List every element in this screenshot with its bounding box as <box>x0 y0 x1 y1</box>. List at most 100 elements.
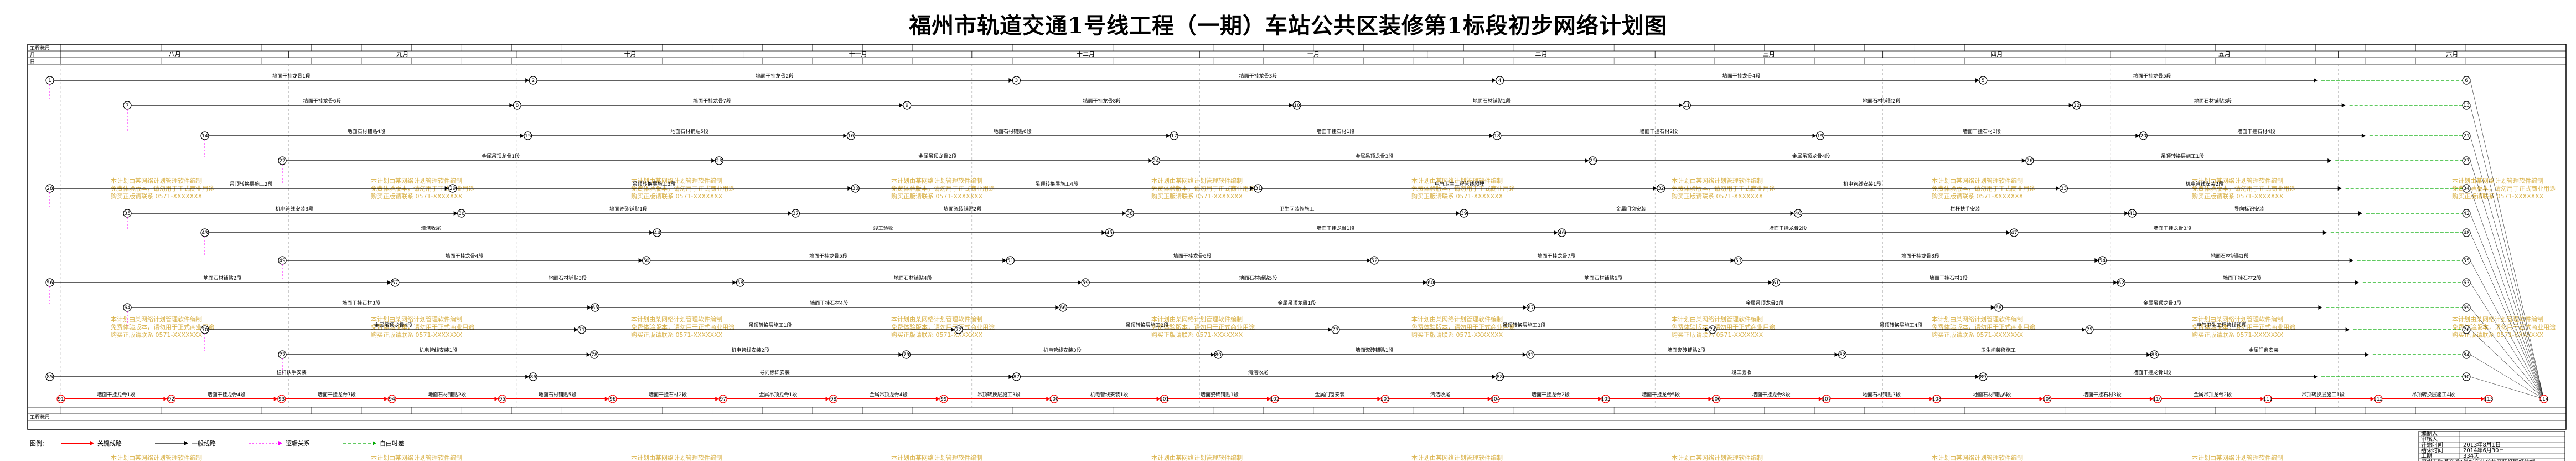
activity-label: 地面石材铺贴4段 <box>894 275 932 281</box>
event-node-number: 59 <box>1082 280 1089 286</box>
arrow-head <box>899 103 903 107</box>
event-node-number: 112 <box>2373 397 2383 402</box>
legend-item-label: 逻辑关系 <box>286 439 310 447</box>
legend-arrow <box>90 441 94 445</box>
event-node-number: 73 <box>1332 327 1338 333</box>
title-block-value: 334天 <box>2463 453 2479 459</box>
event-node-number: 13 <box>2463 103 2469 109</box>
arrow-head <box>525 375 530 379</box>
watermark-text: 本计划由某网络计划管理软件编制 <box>631 454 722 461</box>
activity-label: 栏杆扶手安装 <box>277 369 307 376</box>
activity-label: 导向标识安装 <box>760 369 790 376</box>
arrow-head <box>2006 230 2010 235</box>
arrow-head <box>525 78 530 83</box>
event-node-number: 67 <box>1528 305 1534 311</box>
event-node-number: 27 <box>2463 158 2469 164</box>
activity-label: 墙面干挂龙骨5段 <box>809 253 847 259</box>
arrow-head <box>2355 280 2359 285</box>
arrow-head <box>825 397 830 401</box>
watermark-text: 本计划由某网络计划管理软件编制 <box>371 177 462 185</box>
watermark-text: 购买正版请联系 0571-XXXXXXX <box>2192 331 2284 339</box>
activity-label: 地面石材铺贴6段 <box>1973 391 2011 398</box>
event-node-number: 79 <box>903 352 910 358</box>
activity-label: 墙面干挂龙骨1段 <box>2133 369 2171 376</box>
activity-label: 吊顶转换层施工3段 <box>633 181 676 187</box>
activity-label: 金属吊顶龙骨3段 <box>2143 300 2181 306</box>
arrow-head <box>1289 103 1293 107</box>
activity-label: 电气卫生工程管线预埋 <box>1435 181 1484 187</box>
event-node-number: 111 <box>2263 397 2273 402</box>
event-node-number: 66 <box>1060 305 1067 311</box>
event-node <box>2539 395 2548 403</box>
watermark-text: 本计划由某网络计划管理软件编制 <box>111 315 202 323</box>
event-node-number: 89 <box>1980 375 1987 380</box>
activity-label: 墙面干挂石材4段 <box>810 300 848 306</box>
watermark-text: 免费体验版本，请勿用于正式商业用途 <box>2192 323 2295 331</box>
arrow-head <box>2094 258 2099 263</box>
title-block-key: 编制人 <box>2421 430 2438 437</box>
arrow-head <box>1487 397 1492 401</box>
event-node-number: 98 <box>830 397 837 402</box>
activity-label: 墙面瓷砖铺贴2段 <box>1667 347 1705 354</box>
activity-label: 机电管线安装1段 <box>419 347 457 354</box>
event-node-number: 6 <box>2465 78 2468 84</box>
event-node-number: 17 <box>1171 134 1177 139</box>
month-label: 四月 <box>1990 50 2003 58</box>
watermark-text: 购买正版请联系 0571-XXXXXXX <box>1411 331 1503 339</box>
header-row-label: 日 <box>30 59 35 65</box>
event-node-number: 74 <box>1709 327 1716 333</box>
activity-label: 墙面干挂石材3段 <box>2083 391 2122 398</box>
watermark-text: 购买正版请联系 0571-XXXXXXX <box>631 331 723 339</box>
title-block-caption: 福州市轨道交通1号线车站公共区装修网络计划 <box>2421 458 2535 461</box>
watermark-text: 本计划由某网络计划管理软件编制 <box>2452 315 2543 323</box>
month-label: 十二月 <box>1077 50 1095 58</box>
event-node-number: 77 <box>279 352 285 358</box>
activity-label: 地面石材铺贴6段 <box>994 128 1032 135</box>
month-label: 八月 <box>169 50 181 58</box>
watermark-text: 免费体验版本，请勿用于正式商业用途 <box>111 323 214 331</box>
arrow-head <box>273 397 278 401</box>
event-node-number: 30 <box>852 186 859 192</box>
event-node-number: 50 <box>643 258 650 264</box>
bottom-ruler-label: 工程标尺 <box>30 414 50 421</box>
watermark-text: 购买正版请联系 0571-XXXXXXX <box>1151 192 1243 200</box>
watermark-text: 免费体验版本，请勿用于正式商业用途 <box>891 323 995 331</box>
arrow-head <box>2365 352 2369 357</box>
activity-label: 吊顶转换层施工2段 <box>1126 322 1169 329</box>
watermark-text: 本计划由某网络计划管理软件编制 <box>891 454 982 461</box>
event-node-number: 88 <box>1497 375 1503 380</box>
arrow-head <box>1708 397 1713 401</box>
event-node-number: 55 <box>2463 258 2469 264</box>
arrow-head <box>1834 352 1839 357</box>
event-node-number: 60 <box>1427 280 1434 286</box>
activity-label: 地面石材铺贴3段 <box>549 275 587 281</box>
activity-label: 地面石材铺贴4段 <box>347 128 385 135</box>
event-node-number: 107 <box>1822 397 1831 402</box>
arrow-head <box>2113 280 2118 285</box>
event-node-number: 83 <box>2151 352 2158 358</box>
arrow-head <box>1122 211 1126 216</box>
arrow-head <box>1008 78 1013 83</box>
event-node-number: 68 <box>1995 305 2002 311</box>
event-node-number: 113 <box>2484 397 2493 402</box>
arrow-head <box>2149 397 2154 401</box>
activity-label: 墙面干挂龙骨5段 <box>2133 73 2171 79</box>
arrow-head <box>1990 305 1995 310</box>
chart-title: 福州市轨道交通1号线工程（一期）车站公共区装修第1标段初步网络计划图 <box>909 13 1667 39</box>
activity-label: 墙面干挂石材2段 <box>1639 128 1678 135</box>
event-node-number: 100 <box>1049 397 1059 402</box>
activity-label: 导向标识安装 <box>2234 206 2264 212</box>
activity-label: 竣工验收 <box>1731 369 1751 376</box>
activity-label: 墙面干挂石材2段 <box>2223 275 2261 281</box>
arrow-head <box>951 327 955 332</box>
activity-label: 金属吊顶龙骨2段 <box>918 153 956 160</box>
event-node-number: 3 <box>1015 78 1018 84</box>
convergence-link <box>2470 260 2544 399</box>
arrow-head <box>2135 134 2140 138</box>
activity-label: 机电管线安装3段 <box>1043 347 1082 354</box>
arrow-head <box>935 397 940 401</box>
activity-label: 吊顶转换层施工3段 <box>977 391 1021 398</box>
arrow-head <box>2068 103 2073 107</box>
activity-label: 墙面干挂龙骨5段 <box>1642 391 1680 398</box>
watermark-text: 购买正版请联系 0571-XXXXXXX <box>1672 331 1763 339</box>
